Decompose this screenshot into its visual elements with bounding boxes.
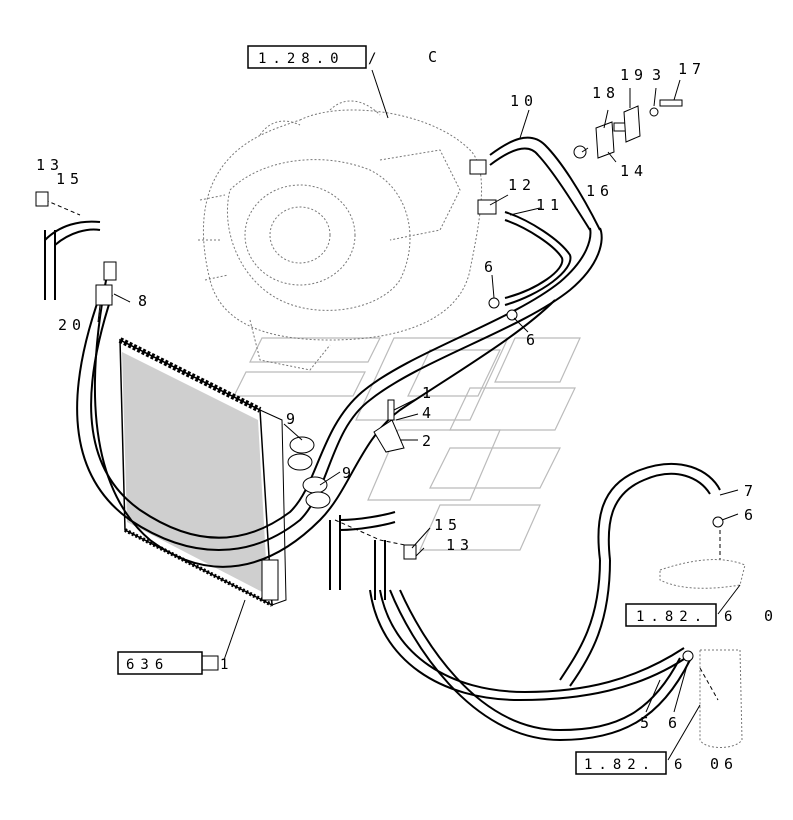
callout-15b: 15 bbox=[434, 516, 462, 534]
ref-right-upper-box-text: 1.82. bbox=[636, 609, 708, 625]
ref-right-upper[interactable]: 1.82. 6 0 bbox=[625, 603, 778, 627]
callout-3: 3 bbox=[652, 66, 666, 84]
ref-left-suffix: 1 bbox=[220, 657, 234, 673]
callout-13b: 13 bbox=[446, 536, 474, 554]
ref-top-letter: C bbox=[428, 48, 442, 66]
ref-right-lower[interactable]: 1.82. 6 06 bbox=[575, 751, 738, 775]
engine-outline bbox=[198, 100, 483, 371]
ref-top-box-text: 1.28.0 bbox=[258, 51, 345, 67]
ref-right-lower-box-text: 1.82. bbox=[584, 757, 656, 773]
ref-right-lower-suffix: 6 bbox=[674, 757, 688, 773]
ref-right-upper-extra: 0 bbox=[764, 607, 778, 625]
callout-20: 20 bbox=[58, 316, 86, 334]
ref-top-suffix: / bbox=[368, 51, 382, 67]
ref-right-upper-suffix: 6 bbox=[724, 609, 738, 625]
ref-left-box-text: 636 bbox=[126, 657, 169, 673]
radiator bbox=[118, 337, 287, 607]
callout-5: 5 bbox=[640, 714, 654, 732]
callout-13a: 13 bbox=[36, 156, 64, 174]
callout-4: 4 bbox=[422, 404, 436, 422]
callout-12: 12 bbox=[508, 176, 536, 194]
callout-7: 7 bbox=[744, 482, 758, 500]
ref-top[interactable]: 1.28.0 / C bbox=[247, 45, 442, 69]
callout-17: 17 bbox=[678, 60, 706, 78]
fittings bbox=[35, 99, 746, 748]
callout-10: 10 bbox=[510, 92, 538, 110]
callout-16: 16 bbox=[586, 182, 614, 200]
callout-leaders bbox=[97, 69, 741, 761]
callout-18: 18 bbox=[592, 84, 620, 102]
callout-6a: 6 bbox=[484, 258, 498, 276]
callout-9a: 9 bbox=[286, 410, 300, 428]
callout-9b: 9 bbox=[342, 464, 356, 482]
callout-6b: 6 bbox=[526, 331, 540, 349]
callout-15a: 15 bbox=[56, 170, 84, 188]
callout-1: 1 bbox=[422, 384, 436, 402]
callout-19: 19 bbox=[620, 66, 648, 84]
callout-2: 2 bbox=[422, 432, 436, 450]
callout-8: 8 bbox=[138, 292, 152, 310]
callout-14: 14 bbox=[620, 162, 648, 180]
callout-11: 11 bbox=[536, 196, 564, 214]
leader-lines bbox=[44, 199, 721, 701]
ref-right-lower-extra: 06 bbox=[710, 755, 738, 773]
watermark-logo bbox=[233, 337, 581, 551]
callout-6c: 6 bbox=[744, 506, 758, 524]
callout-6d: 6 bbox=[668, 714, 682, 732]
callout-labels: 10 12 11 6 6 18 19 3 17 16 14 13 15 8 20… bbox=[36, 60, 758, 732]
ref-left[interactable]: 636 1 bbox=[117, 651, 234, 675]
